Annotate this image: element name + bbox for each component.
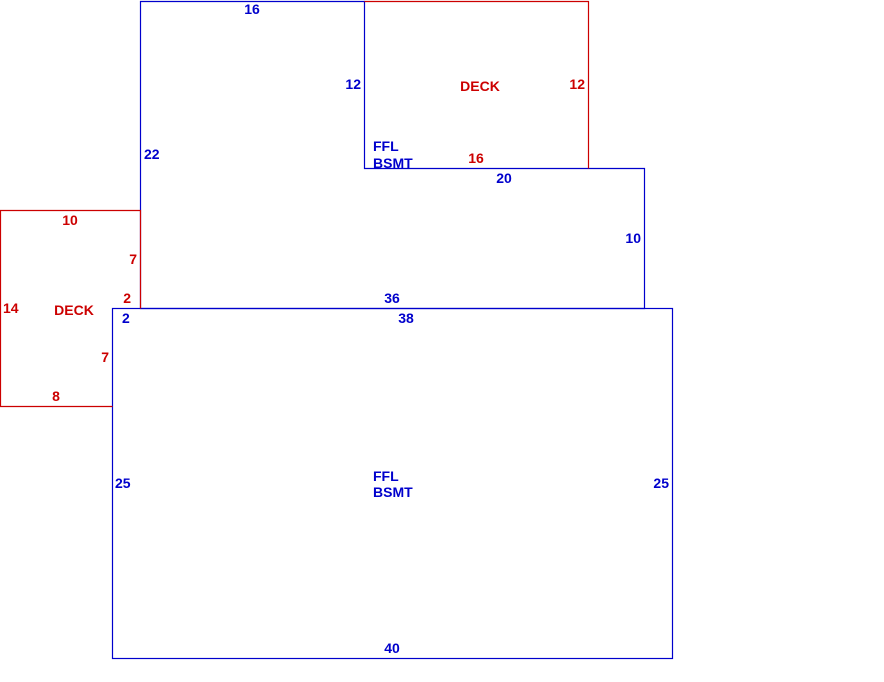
upper-deck-label: DECK: [460, 78, 500, 94]
side-deck-top-dimension: 10: [62, 212, 78, 228]
side-deck-bottom-dimension: 8: [52, 388, 60, 404]
main-section-left-dimension: 25: [115, 475, 131, 491]
upper-section-bottom-dimension: 36: [384, 290, 400, 306]
upper-section-notch-bottom-dimension: 20: [496, 170, 512, 186]
main-section-label-line2: BSMT: [373, 484, 413, 500]
main-section-step-dimension: 2: [122, 310, 130, 326]
main-section-outline: [111, 307, 674, 660]
main-section-label-line1: FFL: [373, 468, 399, 484]
upper-deck-right-dimension: 12: [569, 76, 585, 92]
side-deck-right-lower-dimension: 7: [101, 349, 109, 365]
side-deck-outline: [0, 209, 142, 408]
upper-deck-bottom-dimension: 16: [468, 150, 484, 166]
side-deck-step-dimension: 2: [123, 290, 131, 306]
upper-section-label-line1: FFL: [373, 138, 399, 154]
upper-section-top-dimension: 16: [244, 1, 260, 17]
main-section-top-dimension: 38: [398, 310, 414, 326]
main-section-bottom-dimension: 40: [384, 640, 400, 656]
main-section-right-dimension: 25: [653, 475, 669, 491]
upper-section-notch-side-dimension: 12: [345, 76, 361, 92]
side-deck-left-dimension: 14: [3, 300, 19, 316]
upper-section-left-dimension: 22: [144, 146, 160, 162]
upper-deck-outline: [364, 0, 590, 169]
side-deck-right-upper-dimension: 7: [129, 251, 137, 267]
upper-section-label-line2: BSMT: [373, 155, 413, 171]
side-deck-label: DECK: [54, 302, 94, 318]
upper-section-right-dimension: 10: [625, 230, 641, 246]
